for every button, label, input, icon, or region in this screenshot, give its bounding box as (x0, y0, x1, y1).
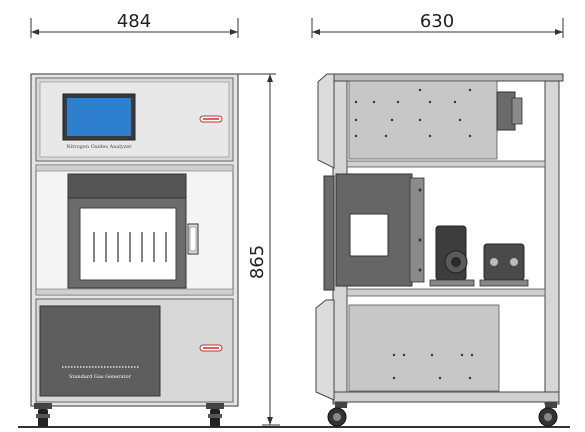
rear-post (544, 80, 560, 405)
pump-right (479, 243, 529, 287)
front-left-caster (34, 403, 52, 427)
height-label: 865 (247, 245, 268, 279)
side-rear-caster (538, 402, 558, 427)
generator-dark-panel (39, 305, 161, 397)
touch-screen (67, 98, 131, 136)
top-plate (326, 73, 564, 82)
depth-dimension: 630 (311, 11, 564, 38)
base-rail (332, 391, 560, 403)
front-panel-top (317, 73, 335, 169)
shelf-lower (346, 288, 546, 297)
generator-label: Standard Gas Generator (69, 374, 132, 380)
width-label: 484 (117, 11, 151, 32)
shelf-upper (346, 160, 546, 168)
depth-label: 630 (420, 11, 454, 32)
front-unit-side (323, 175, 335, 291)
pump-left (429, 225, 475, 287)
width-dimension: 484 (30, 11, 239, 38)
front-panel-bottom (315, 299, 335, 401)
front-view: Nitrogen Oxides Analyzer Standard Gas Ge… (30, 73, 239, 427)
internal-unit-window (79, 207, 177, 281)
internal-unit-top (67, 173, 187, 199)
analyzer-label: Nitrogen Oxides Analyzer (66, 144, 132, 150)
upper-module (348, 80, 498, 160)
side-view (315, 73, 564, 427)
height-dimension: 865 (238, 73, 280, 426)
side-front-caster (327, 402, 347, 427)
front-right-caster (206, 403, 224, 427)
lower-module (348, 304, 500, 392)
